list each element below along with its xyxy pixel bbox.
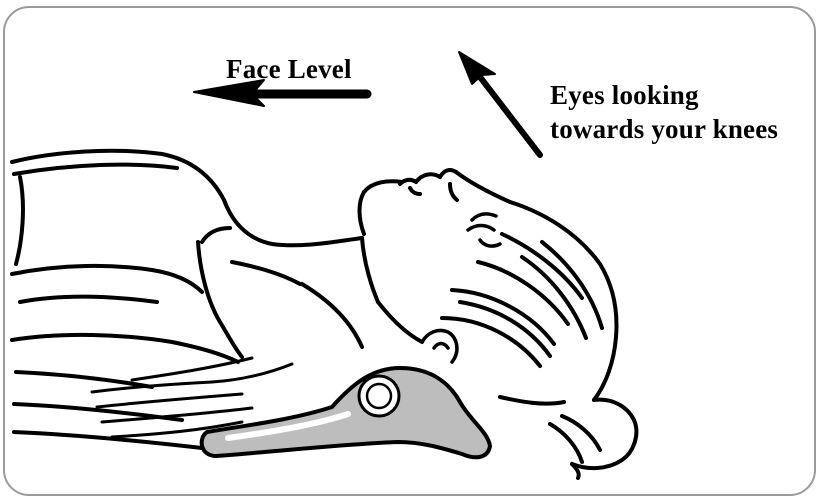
eyes-label-line-1: Eyes looking <box>550 78 778 112</box>
eyes-direction-label: Eyes looking towards your knees <box>550 78 778 146</box>
eye-ear-detail <box>422 214 500 362</box>
face-profile <box>364 170 510 202</box>
eyes-label-line-2: towards your knees <box>550 112 778 146</box>
body-outline <box>12 151 362 448</box>
illustration-frame: Face Level Eyes looking towards your kne… <box>3 6 816 496</box>
neck-outline <box>360 192 423 342</box>
cervical-pillow <box>202 368 490 457</box>
face-level-label: Face Level <box>226 52 352 86</box>
arrow-up-left-icon <box>459 52 540 155</box>
